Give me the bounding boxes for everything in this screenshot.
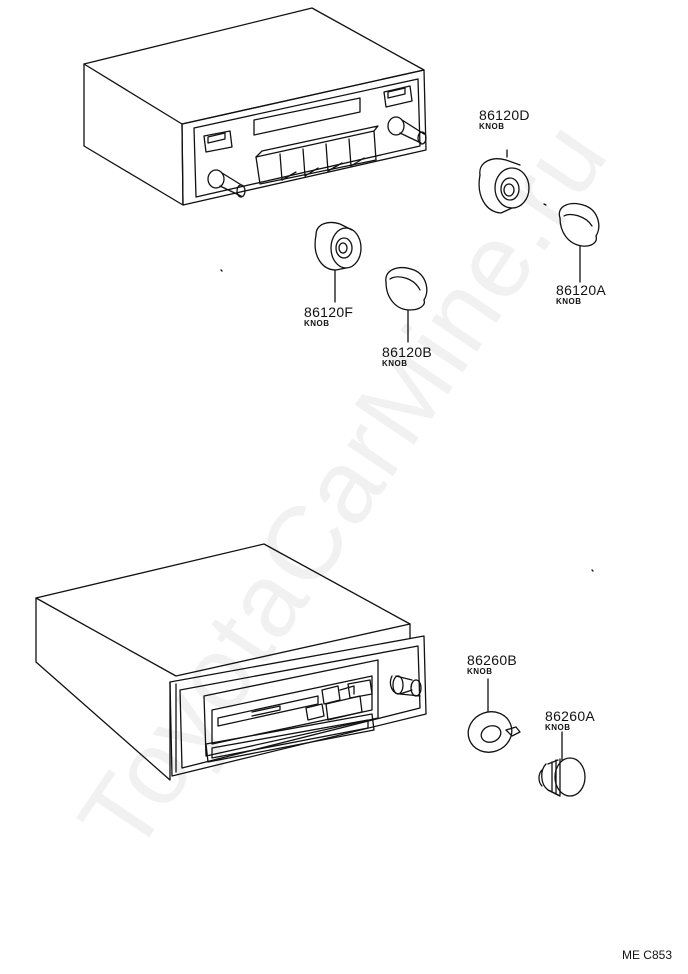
radio-unit-top (84, 8, 426, 205)
part-label-86260B: 86260B KNOB (467, 653, 517, 676)
part-name: KNOB (304, 319, 330, 328)
part-number: 86120B (382, 344, 433, 360)
part-label-86120F: 86120F KNOB (304, 305, 353, 328)
part-label-86120D: 86120D KNOB (479, 108, 530, 131)
diagram-code: ME C853 (621, 948, 672, 962)
part-number: 86260A (545, 708, 596, 724)
part-number: 86120D (479, 107, 530, 123)
part-number: 86120A (556, 282, 607, 298)
knob-86120A-drawing (544, 204, 599, 282)
radio-unit-bottom (36, 544, 426, 780)
part-name: KNOB (556, 297, 582, 306)
part-label-86120A: 86120A KNOB (556, 283, 606, 306)
knob-86260B-drawing (462, 679, 520, 758)
part-name: KNOB (382, 359, 408, 368)
part-number: 86120F (304, 304, 354, 320)
part-label-86120B: 86120B KNOB (382, 345, 432, 368)
part-name: KNOB (479, 122, 505, 131)
part-name: KNOB (545, 723, 571, 732)
knob-86120B-drawing (386, 268, 427, 342)
knob-86120F-drawing (221, 222, 361, 302)
part-number: 86260B (467, 652, 518, 668)
part-label-86260A: 86260A KNOB (545, 709, 595, 732)
knob-86260A-drawing (539, 570, 593, 796)
part-name: KNOB (467, 667, 493, 676)
knob-86120D-drawing (479, 150, 529, 213)
